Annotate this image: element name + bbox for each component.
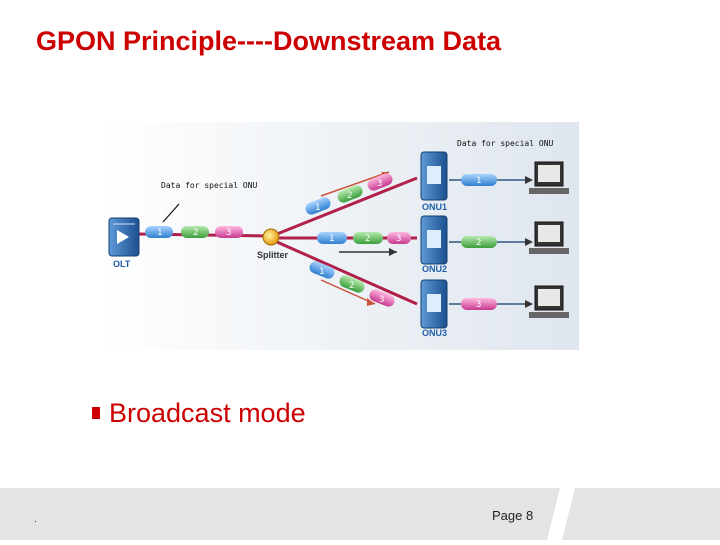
direction-arrows <box>320 171 397 306</box>
branch-2-packet-3: 3 <box>396 234 401 244</box>
annotation-pointer <box>162 203 180 223</box>
annotation-left: Data for special ONU <box>161 181 258 190</box>
bullet-text: Broadcast mode <box>109 398 306 428</box>
onu-1: ONU1 1 <box>420 151 533 212</box>
branch-2-packet-1: 1 <box>329 234 334 244</box>
annotation-top: Data for special ONU <box>457 139 554 148</box>
branch-1-packet-1: 1 <box>315 203 320 213</box>
gpon-downstream-diagram: Data for special ONU Data for special ON… <box>99 122 579 350</box>
branch-1-packet-3: 3 <box>377 179 382 189</box>
branch-3-packet-2: 2 <box>349 281 354 291</box>
branch-2-packet-2: 2 <box>365 234 370 244</box>
branch-3-packet-3: 3 <box>379 295 384 305</box>
bullet-item: Broadcast mode <box>92 398 306 429</box>
onu-1-label: ONU1 <box>422 202 447 212</box>
page-number: Page 8 <box>492 508 534 523</box>
bullet-square-icon <box>92 406 100 419</box>
olt-device: OLT <box>108 217 140 269</box>
branch-1-packet-2: 2 <box>347 191 352 201</box>
branch-2-packets: 1 2 3 <box>317 232 411 244</box>
branch-3-packets: 1 2 3 <box>309 261 395 307</box>
footer-bar <box>0 488 720 540</box>
olt-packet-3: 3 <box>226 228 231 238</box>
onu-1-received: 1 <box>476 176 481 186</box>
onu-3: ONU3 3 <box>420 279 533 338</box>
olt-packet-2: 2 <box>193 228 198 238</box>
pc-icon <box>529 285 569 318</box>
olt-label: OLT <box>113 259 131 269</box>
olt-packet-1: 1 <box>157 228 162 238</box>
olt-packets: 1 2 3 <box>145 226 243 238</box>
branch-3-packet-1: 1 <box>319 267 324 277</box>
pc-icon <box>529 221 569 254</box>
branch-fiber-1 <box>276 176 418 236</box>
branch-fiber-3 <box>276 240 418 306</box>
onu-2-label: ONU2 <box>422 264 447 274</box>
onu-2-received: 2 <box>476 238 481 248</box>
onu-3-received: 3 <box>476 300 481 310</box>
slide-title: GPON Principle----Downstream Data <box>36 26 502 56</box>
footer-mark: . <box>34 514 37 525</box>
onu-2: ONU2 2 <box>420 215 533 274</box>
splitter: Splitter <box>257 228 289 260</box>
branch-1-packets: 1 2 3 <box>305 173 393 215</box>
pc-icon <box>529 161 569 194</box>
onu-3-label: ONU3 <box>422 328 447 338</box>
splitter-label: Splitter <box>257 250 289 260</box>
